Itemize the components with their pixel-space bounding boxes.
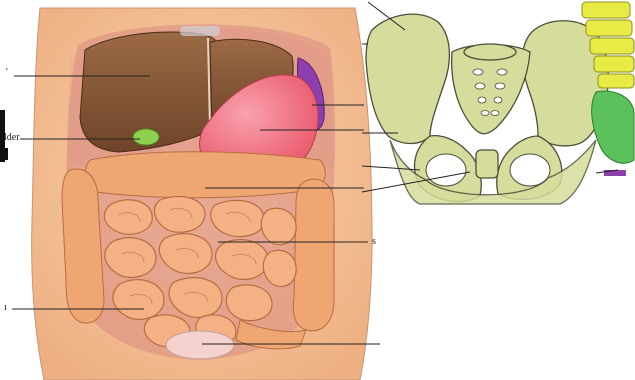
ascending-colon [62,169,104,323]
left-obturator-foramen [510,154,550,186]
right-iliac-wing [366,14,449,143]
sacral-foramen [473,69,483,75]
liver-label-fragment: ' [6,67,8,79]
sacral-promontory [464,44,516,60]
sacral-foramen [494,97,502,103]
small-intestine-loop [104,200,152,234]
green-bone-segment [592,91,634,163]
gallbladder-label-fragment: lder [4,132,20,144]
bladder [166,331,234,359]
sacral-foramen [481,111,489,116]
sacral-foramen [491,111,499,116]
vertebra-segment [590,38,634,54]
transverse-colon [85,152,325,198]
torso-figure [32,8,372,380]
diaphragm-center [180,26,220,36]
gallbladder [133,129,159,145]
sacral-foramen [475,83,485,89]
left-edge-mark-lower [0,148,8,160]
vertebra-segment [586,20,632,36]
pelvis-figure [366,14,608,204]
descending-colon [293,179,334,331]
sacral-foramen [497,69,507,75]
small-intestine-loop [226,285,272,321]
vertebra-segment [598,74,634,88]
vertebra-segment [582,2,630,18]
sacral-foramen [495,83,505,89]
right-obturator-foramen [426,154,466,186]
colon-label-fragment: ı [4,302,7,314]
pubic-symphysis [476,150,498,178]
small-intestine-loop [261,208,296,244]
vertebra-segment [594,56,634,72]
small-intestine-label-fragment: s [372,236,376,248]
sacral-foramen [478,97,486,103]
